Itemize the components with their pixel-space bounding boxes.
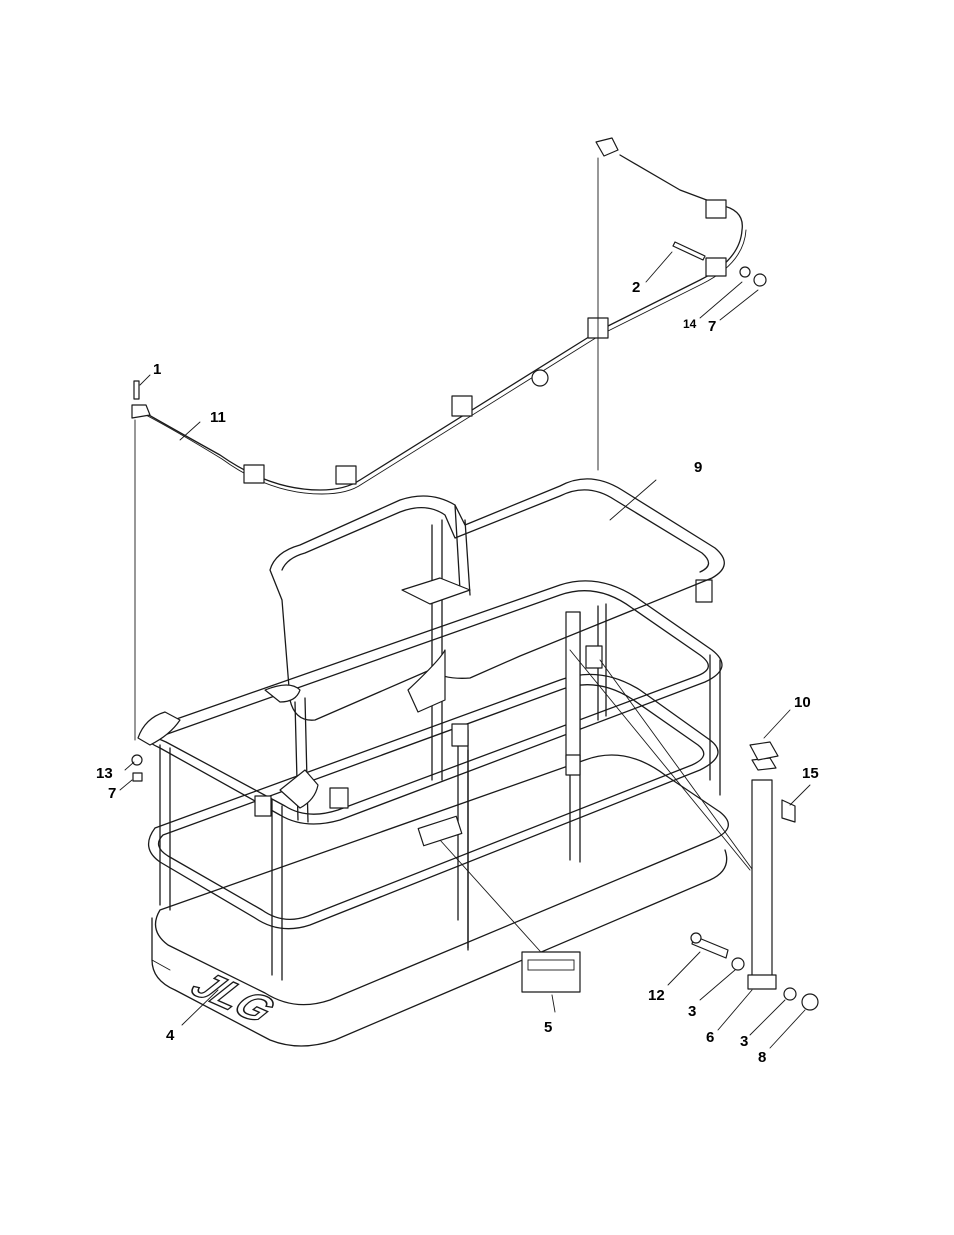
leader-lines — [135, 158, 760, 960]
platform-floor-pan: JLG — [152, 755, 728, 1046]
callout-2: 2 — [632, 279, 640, 296]
callout-6: 6 — [706, 1029, 714, 1046]
upper-rail-assembly — [138, 479, 724, 822]
callout-5: 5 — [544, 1019, 552, 1036]
callout-3-left: 3 — [688, 1003, 696, 1020]
callout-11: 11 — [210, 409, 226, 426]
callout-9: 9 — [694, 459, 702, 476]
callout-10: 10 — [794, 694, 811, 711]
callout-7-top: 7 — [708, 318, 716, 335]
callout-8: 8 — [758, 1049, 766, 1066]
callout-14: 14 — [683, 317, 697, 331]
callout-3-right: 3 — [740, 1033, 748, 1050]
loose-hardware — [132, 742, 818, 1010]
jlg-logo: JLG — [182, 964, 285, 1031]
callout-7-left: 7 — [108, 785, 116, 802]
lanyard-cable-assembly — [132, 138, 766, 494]
callout-13: 13 — [96, 765, 113, 782]
callout-15: 15 — [802, 765, 819, 782]
callout-leaders — [120, 252, 810, 1048]
callout-4: 4 — [166, 1027, 175, 1044]
callout-1: 1 — [153, 361, 161, 378]
callout-12: 12 — [648, 987, 665, 1004]
